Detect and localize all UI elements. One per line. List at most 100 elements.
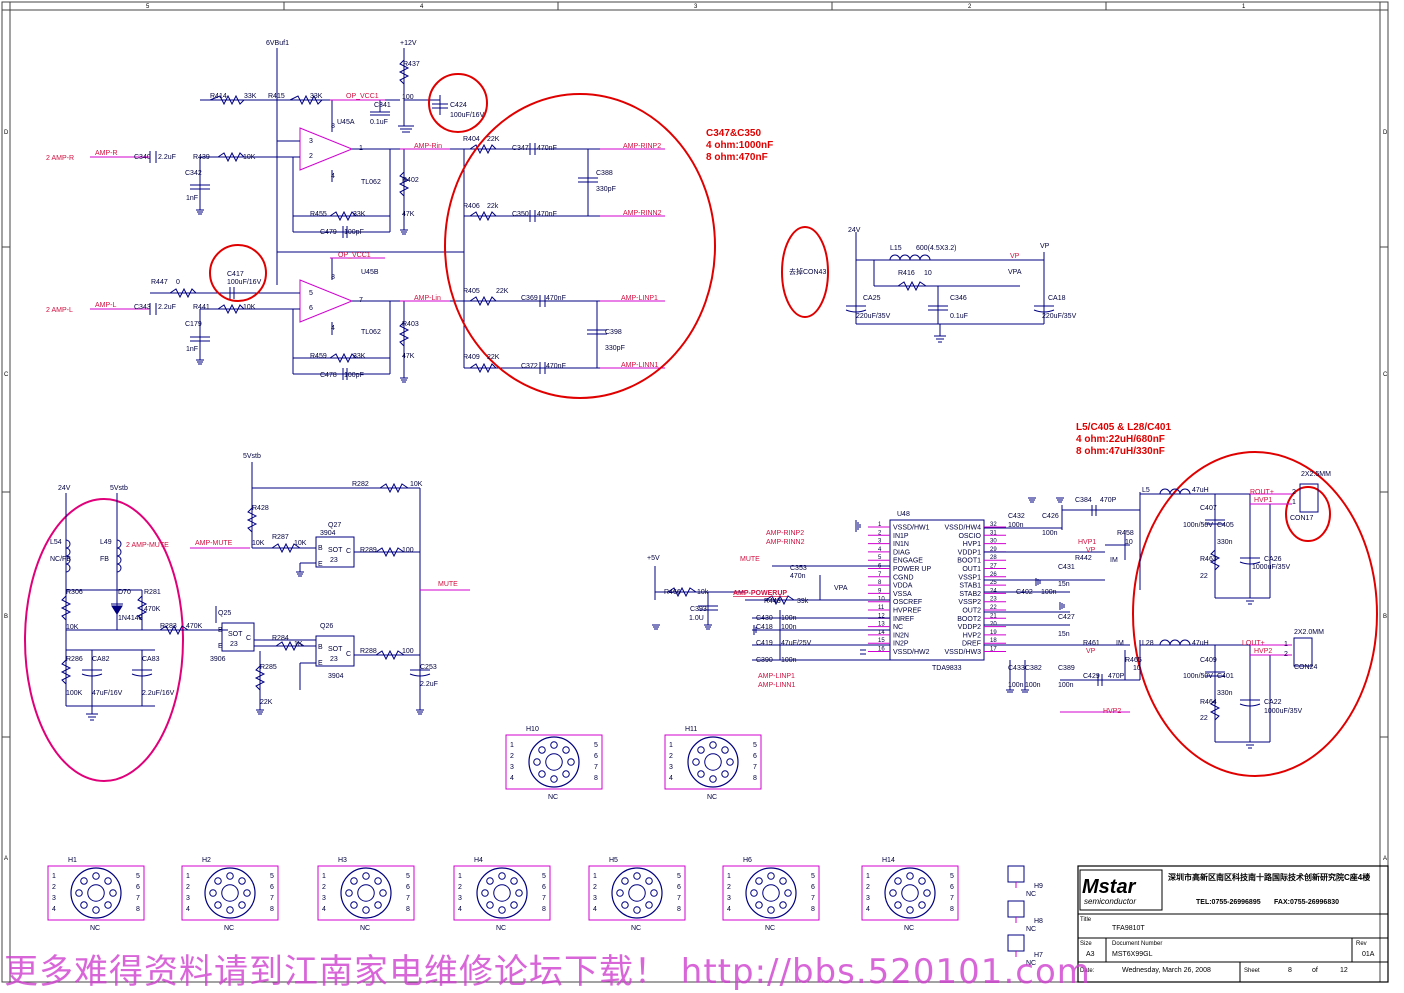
- lbl-con24-p1: 1: [1284, 641, 1288, 648]
- mounting-holes: [47, 734, 1025, 957]
- hole-pad: [621, 901, 629, 909]
- hole-pin-number: 4: [510, 775, 514, 782]
- hole-id: H14: [882, 857, 895, 864]
- lbl-c369: C369: [521, 295, 538, 302]
- hole-id: H11: [685, 726, 697, 733]
- lbl-r415: R415: [268, 93, 285, 100]
- chip-pin-right-num: 24: [990, 588, 997, 594]
- hole-id: H10: [526, 726, 539, 733]
- small-connector: [1007, 865, 1025, 888]
- small-connector-nc: NC: [1026, 891, 1036, 898]
- hole-pin-number: 6: [270, 884, 274, 891]
- hole-pin-number: 5: [136, 873, 140, 880]
- chip-pin-left-name: HVPREF: [893, 608, 921, 615]
- lbl-r403v: 47K: [402, 353, 415, 360]
- lbl-l54: L54: [50, 539, 62, 546]
- hole-pad: [238, 877, 246, 885]
- net-hvp1-amp: HVP1: [1078, 539, 1096, 546]
- hole-pin-number: 4: [727, 906, 731, 913]
- chip-pin-right-num: 26: [990, 572, 997, 578]
- lbl-con17-type: 2X2.5MM: [1301, 471, 1331, 478]
- hole-pad: [779, 877, 787, 885]
- net-amp-linn1-in: AMP-LINN1: [758, 682, 795, 689]
- hole-pin-number: 4: [322, 906, 326, 913]
- hole-pin-number: 2: [727, 884, 731, 891]
- lbl-c405v: 330n: [1217, 539, 1233, 546]
- mute-highlight: [24, 498, 184, 782]
- chip-pin-right-num: 30: [990, 539, 997, 545]
- lbl-q27-sot: SOT: [328, 547, 343, 554]
- output-labels: L5 47uH 2X2.5MM CON17 2 1 C407 100n/50V …: [1142, 471, 1331, 722]
- lbl-c401: C401: [1217, 673, 1234, 680]
- lbl-c388v: 330pF: [596, 186, 616, 193]
- hole-pad: [567, 758, 575, 766]
- hole-id: H2: [202, 857, 211, 864]
- hole-pad: [767, 906, 775, 914]
- chip-pin-left-num: 2: [878, 530, 882, 536]
- small-connector-id: H7: [1034, 952, 1043, 959]
- lbl-tl062-b: TL062: [361, 329, 381, 336]
- hole-nc: NC: [904, 925, 914, 932]
- lbl-ca18: CA18: [1048, 295, 1066, 302]
- hole-pin-number: 8: [542, 906, 546, 913]
- lbl-r416v: 10: [924, 270, 932, 277]
- lbl-ca83: CA83: [142, 656, 160, 663]
- lbl-c431v: 15n: [1058, 581, 1070, 588]
- hole-pin-number: 4: [52, 906, 56, 913]
- lbl-r443: R443: [764, 598, 781, 605]
- lbl-u45a: U45A: [337, 119, 355, 126]
- lbl-r415v: 33K: [310, 93, 323, 100]
- hole-pad: [755, 901, 763, 909]
- hole-center: [704, 753, 722, 771]
- lbl-c418: C418: [756, 624, 773, 631]
- chip-pin-left-num: 12: [878, 613, 885, 619]
- sheet-of: of: [1312, 967, 1318, 974]
- lbl-q25-e: E: [218, 643, 223, 650]
- hole-pad: [481, 889, 489, 897]
- hole-pad: [104, 901, 112, 909]
- hole-pin-number: 5: [950, 873, 954, 880]
- hole-pin-number: 3: [52, 895, 56, 902]
- hole-center: [87, 884, 105, 902]
- lbl-c402v: 100n: [1041, 589, 1057, 596]
- lbl-r286: R286: [66, 656, 83, 663]
- lbl-q25: Q25: [218, 610, 231, 617]
- lbl-c393: C393: [690, 606, 707, 613]
- hole-outline: [664, 734, 762, 790]
- chip-pin-left-name: VDDA: [893, 583, 913, 590]
- lbl-r458v: 10: [1125, 539, 1133, 546]
- lbl-ca26: CA26: [1264, 556, 1282, 563]
- hole-nc: NC: [707, 794, 717, 801]
- hole-pad: [709, 775, 717, 783]
- lbl-q25-c: C: [246, 635, 251, 642]
- lbl-c343v: 2.2uF: [158, 304, 176, 311]
- lbl-c390: C390: [756, 657, 773, 664]
- hole-outline: [505, 734, 603, 790]
- chip-pin-left-num: 8: [878, 580, 882, 586]
- hole-ring: [340, 867, 392, 919]
- hole-pin-number: 5: [677, 873, 681, 880]
- hole-center: [901, 884, 919, 902]
- hole-pin-number: 4: [458, 906, 462, 913]
- lbl-c340: C340: [134, 154, 151, 161]
- hole-pad: [238, 901, 246, 909]
- lbl-c418v: 100n: [781, 624, 797, 631]
- net-mute: MUTE: [438, 581, 458, 588]
- chip-pin-right-name: STAB2: [959, 591, 981, 598]
- lbl-c407: C407: [1200, 505, 1217, 512]
- rail-vp: VP: [1040, 243, 1050, 250]
- hole-pad: [906, 872, 914, 880]
- hole-nc: NC: [765, 925, 775, 932]
- opamp-labels: R414 33K R415 33K C341 0.1uF R437 100 C4…: [134, 61, 625, 379]
- hole-pad: [550, 775, 558, 783]
- hole-pin-number: 4: [866, 906, 870, 913]
- lbl-r306v: 10K: [66, 624, 79, 631]
- small-connector-nc: NC: [1026, 926, 1036, 933]
- border-row-c: C: [4, 372, 9, 378]
- chip-pin-left-num: 5: [878, 555, 882, 561]
- chip-pin-right-num: 32: [990, 522, 997, 528]
- lbl-r402v: 47K: [402, 211, 415, 218]
- hole-id: H4: [474, 857, 483, 864]
- lbl-c382v: 100n: [1025, 682, 1041, 689]
